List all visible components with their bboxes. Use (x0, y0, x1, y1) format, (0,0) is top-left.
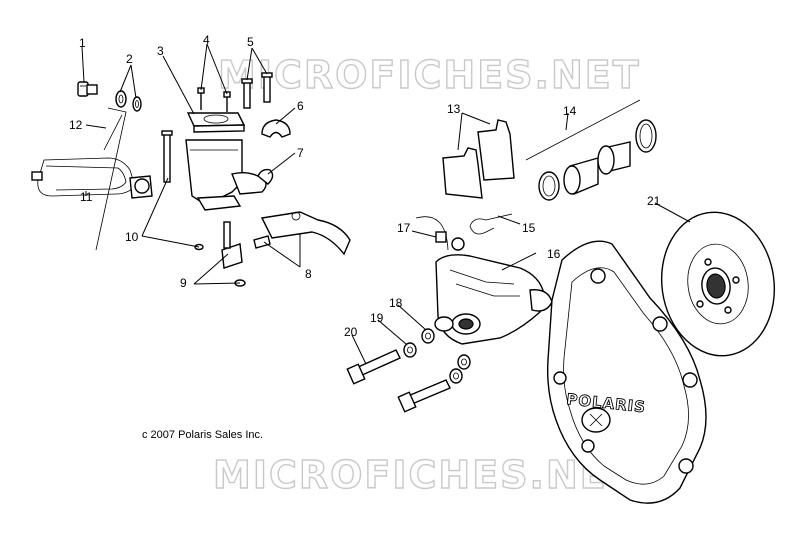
callout-21: 21 (647, 194, 661, 208)
callout-10: 10 (125, 230, 139, 244)
callout-2: 2 (126, 52, 133, 66)
callout-1: 1 (79, 36, 86, 50)
callout-7: 7 (297, 146, 304, 160)
part-11-brake-hose (31, 157, 153, 199)
callout-13: 13 (447, 102, 461, 116)
callout-19: 19 (370, 311, 384, 325)
gear-case-cover: POLARIS (546, 240, 707, 504)
part-15-pin-clip (469, 213, 513, 235)
part-16-brake-caliper (415, 216, 553, 345)
callout-18: 18 (389, 296, 403, 310)
callout-20: 20 (344, 325, 358, 339)
part-3-reservoir-cover (186, 112, 246, 133)
part-13-brake-pads (442, 119, 515, 199)
callout-15: 15 (522, 221, 536, 235)
part-18-19-washers (403, 328, 471, 384)
callout-5: 5 (247, 35, 254, 49)
callout-labels: 1 2 3 4 5 6 7 8 9 10 11 12 13 14 15 16 1… (69, 33, 661, 339)
callout-17: 17 (397, 221, 411, 235)
brake-lever (194, 211, 351, 287)
part-1-banjo-bolt (77, 81, 98, 97)
part-6-clamp (261, 119, 291, 138)
watermark-top: MICROFICHES.NET (218, 53, 641, 97)
callout-12: 12 (69, 118, 83, 132)
callout-8: 8 (305, 267, 312, 281)
part-12-brake-line (95, 107, 127, 251)
callout-3: 3 (157, 44, 164, 58)
part-20-caliper-bolts (346, 349, 451, 413)
part-17-bleeder-valve (435, 231, 465, 251)
watermark-bottom: MICROFICHES.NET (213, 453, 636, 497)
part-14-piston-kit (525, 99, 657, 201)
master-cylinder-body (161, 130, 267, 211)
callout-6: 6 (297, 99, 304, 113)
callout-9: 9 (180, 276, 187, 290)
callout-4: 4 (203, 33, 210, 47)
part-2-washers (115, 90, 142, 112)
leader-lines (81, 43, 691, 365)
part-4-screws (197, 87, 231, 112)
callout-11: 11 (80, 190, 93, 204)
callout-14: 14 (563, 104, 577, 118)
callout-16: 16 (547, 247, 561, 261)
part-21-brake-disc (660, 211, 776, 357)
copyright-notice: c 2007 Polaris Sales Inc. (142, 429, 263, 441)
part-5-clamp-bolts (241, 72, 273, 109)
